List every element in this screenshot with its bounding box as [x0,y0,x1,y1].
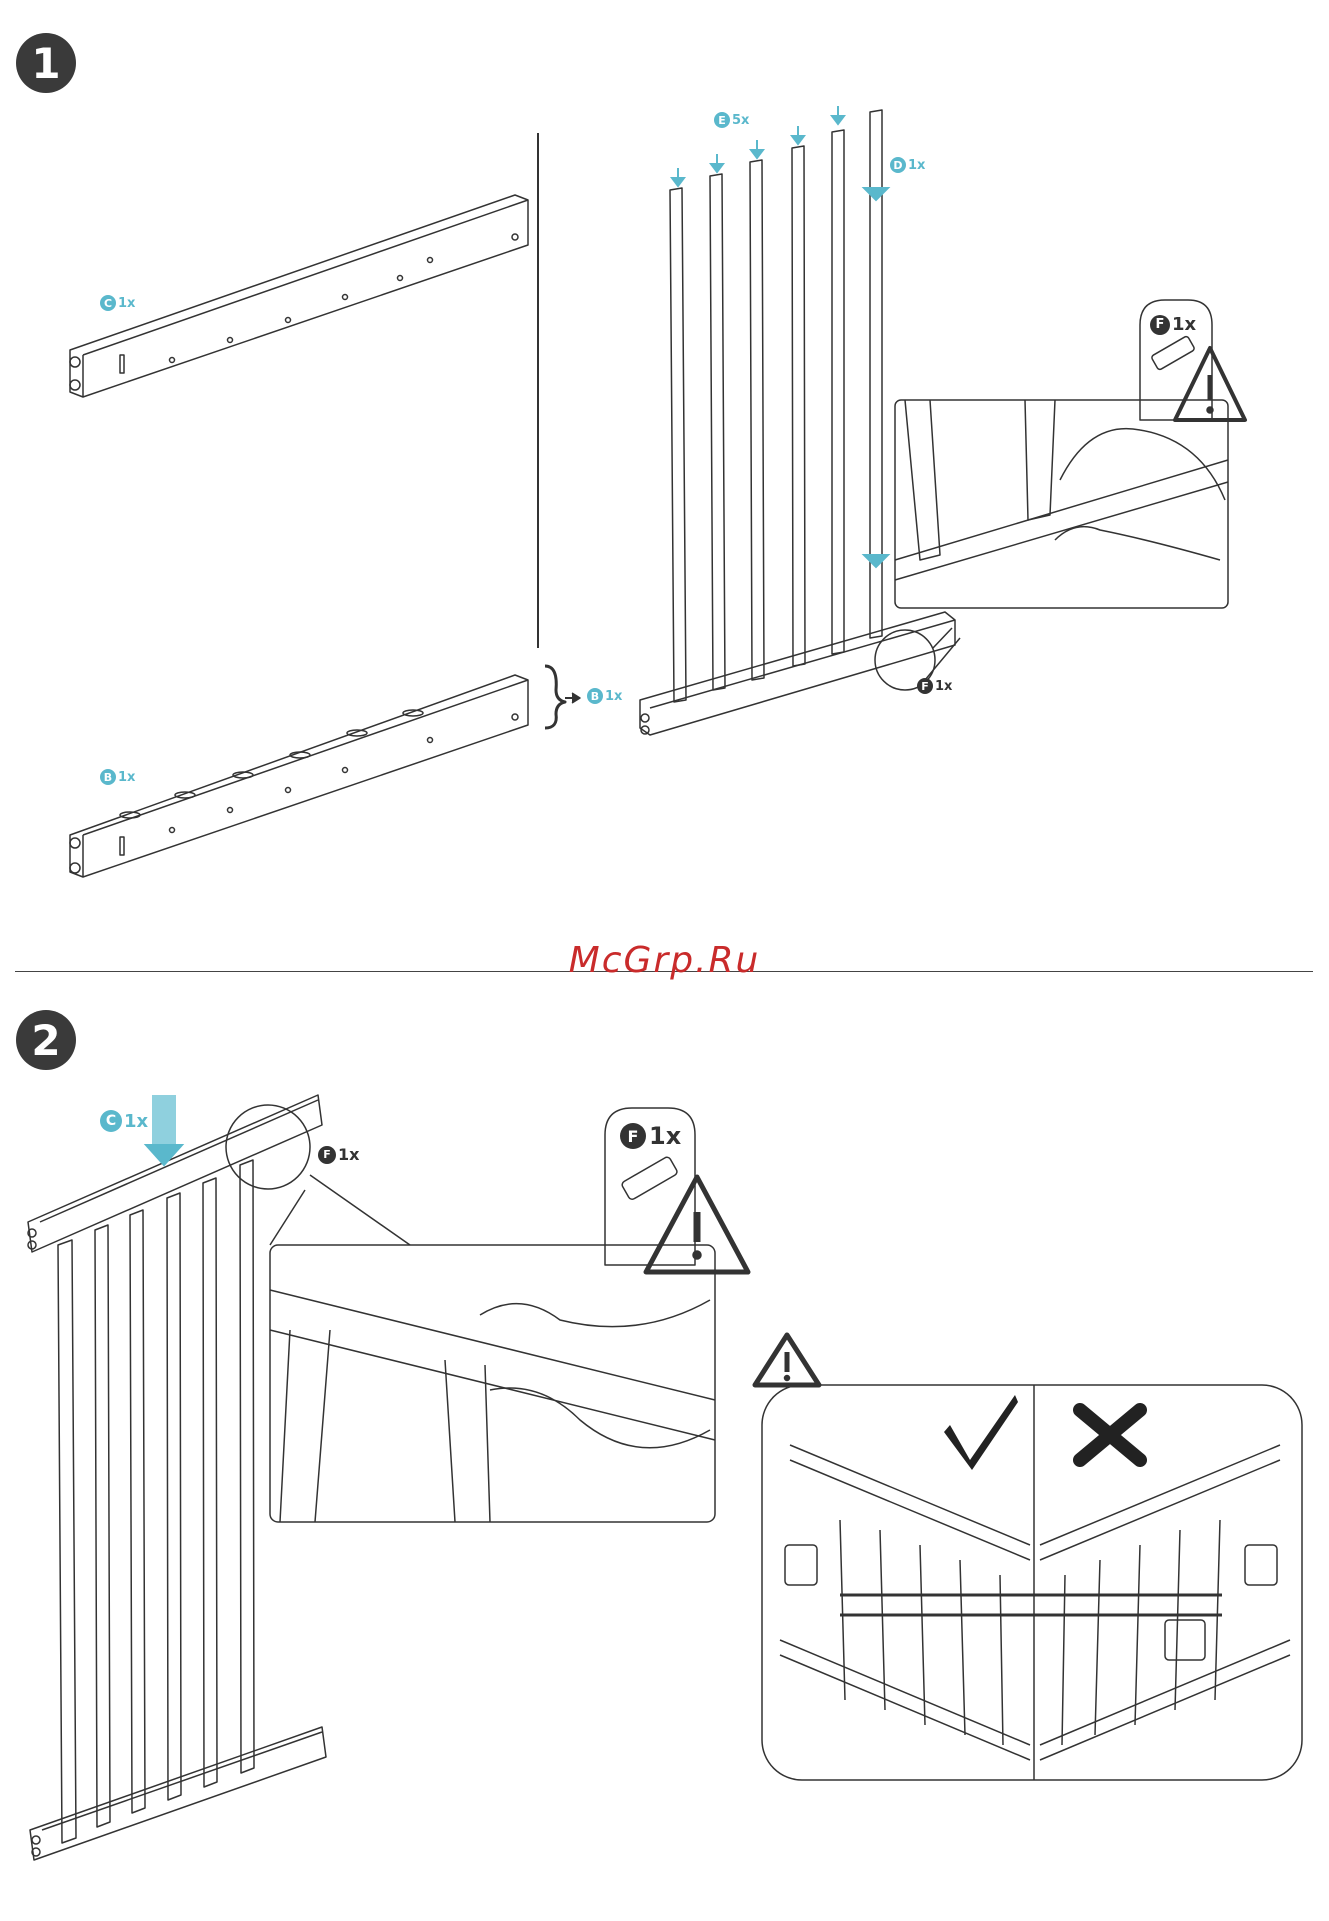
slats-e [670,110,882,702]
part-b-letter: B [100,769,116,785]
part-b-arrow-letter: B [587,688,603,704]
part-f-warn1-letter: F [1150,315,1170,335]
part-c-qty: 1x [118,296,135,311]
part-b-qty: 1x [118,770,135,785]
part-e-letter: E [714,112,730,128]
part-d-qty: 1x [908,158,925,173]
part-f-warn2-letter: F [620,1123,646,1149]
part-f-step2-qty: 1x [338,1145,359,1164]
checkmark-icon [944,1395,1018,1470]
cross-icon [1080,1410,1140,1460]
rail-c [70,195,528,397]
arrow-down-icons [146,106,888,1165]
part-c-letter: C [100,295,116,311]
part-d-letter: D [890,157,906,173]
part-c-step2-qty: 1x [124,1111,148,1132]
part-f-detail1-letter: F [917,678,933,694]
part-f-warn1-qty: 1x [1172,314,1196,335]
rail-b [70,675,528,877]
part-f-warn2-qty: 1x [649,1122,681,1150]
comparison-box [762,1385,1302,1780]
part-b-arrow-qty: 1x [605,689,622,704]
part-c-step2-letter: C [100,1110,122,1132]
part-f-detail1-qty: 1x [935,679,952,694]
detail-box-1 [895,400,1228,608]
part-f-step2-letter: F [318,1146,336,1164]
part-e-qty: 5x [732,113,749,128]
panel-assembled [28,1095,326,1860]
